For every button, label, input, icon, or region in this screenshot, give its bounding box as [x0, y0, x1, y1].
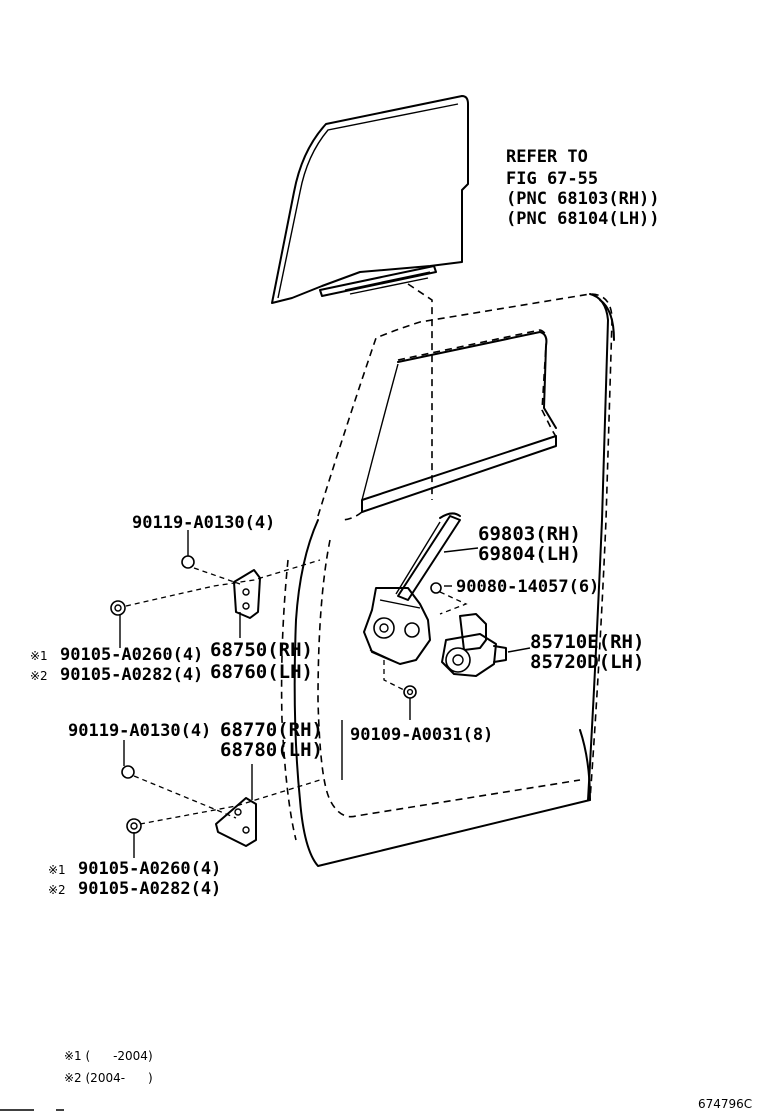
label-motor-lh: 85720D(LH): [530, 651, 644, 673]
leader-lines: [119, 530, 531, 858]
mark-2-lower: ※2: [48, 883, 66, 897]
window-regulator: [363, 512, 461, 665]
label-hinge-lower-screw1: 90105-A0260(4): [78, 859, 221, 879]
regulator-bolt: [403, 685, 417, 699]
label-hinge-upper-rh: 68750(RH): [210, 639, 313, 661]
window-motor: [441, 613, 507, 677]
label-hinge-upper-screw1: 90105-A0260(4): [60, 645, 203, 665]
refer-line-3: (PNC 68103(RH)): [506, 189, 660, 209]
label-regulator-rh: 69803(RH): [478, 523, 581, 545]
lower-hinge-screw: [126, 818, 142, 834]
footnote-1: ※1 ( -2004): [64, 1049, 153, 1063]
label-hinge-lower-screw2: 90105-A0282(4): [78, 879, 221, 899]
label-regulator-lh: 69804(LH): [478, 543, 581, 565]
upper-hinge-bolt: [181, 555, 195, 569]
label-hinge-upper-lh: 68760(LH): [210, 661, 313, 683]
mark-1-lower: ※1: [48, 863, 66, 877]
lower-hinge: [215, 797, 257, 847]
label-motor-rh: 85710E(RH): [530, 631, 644, 653]
door-glass: [271, 95, 469, 304]
label-bolt-upper: 90119-A0130(4): [132, 513, 275, 533]
refer-line-1: REFER TO: [506, 147, 588, 167]
footnote-2: ※2 (2004- ): [64, 1071, 153, 1085]
upper-hinge-screw: [110, 600, 126, 616]
door-frame: [280, 293, 615, 867]
regulator-screw: [430, 582, 442, 594]
mark-2-upper: ※2: [30, 669, 48, 683]
label-screw-regulator: 90080-14057(6): [456, 577, 599, 597]
figure-id: 674796C: [698, 1097, 752, 1111]
upper-hinge: [233, 569, 261, 619]
refer-line-2: FIG 67-55: [506, 169, 598, 189]
refer-line-4: (PNC 68104(LH)): [506, 209, 660, 229]
label-bolt-regulator: 90109-A0031(8): [350, 725, 493, 745]
label-hinge-lower-rh: 68770(RH): [220, 719, 323, 741]
label-bolt-lower: 90119-A0130(4): [68, 721, 211, 741]
label-hinge-upper-screw2: 90105-A0282(4): [60, 665, 203, 685]
lower-hinge-bolt: [121, 765, 135, 779]
mark-1-upper: ※1: [30, 649, 48, 663]
label-hinge-lower-lh: 68780(LH): [220, 739, 323, 761]
